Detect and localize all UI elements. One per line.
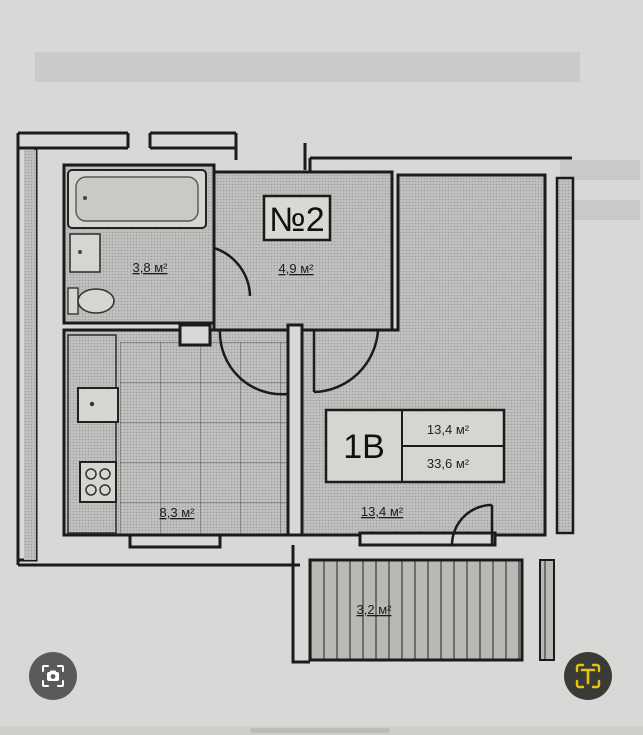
- room-labels: 3,8 м² 4,9 м² 8,3 м² 13,4 м² 3,2 м²: [133, 260, 404, 617]
- apartment-type: 1В: [343, 428, 385, 466]
- sink: [69, 233, 101, 273]
- bathtub: [67, 169, 207, 229]
- kitchen-sink: [77, 387, 119, 423]
- home-indicator: [250, 728, 390, 733]
- living-area-total: 13,4 м²: [427, 422, 470, 437]
- balcony-area: [308, 558, 524, 662]
- unit-number-box: №2: [262, 194, 332, 242]
- rooms: [62, 163, 575, 664]
- lens-button[interactable]: [29, 652, 77, 700]
- right-wall: [555, 176, 575, 535]
- kitchen-area-label: 8,3 м²: [160, 505, 196, 520]
- neighbour-balcony: [539, 559, 555, 661]
- area-legend: 1В 13,4 м² 33,6 м²: [324, 408, 506, 484]
- faded-background-lines: [35, 52, 640, 220]
- counter: [67, 334, 117, 534]
- text-recognition-button[interactable]: [564, 652, 612, 700]
- text-recognition-icon: [565, 653, 611, 699]
- door-swings: [212, 246, 494, 546]
- stove: [79, 461, 117, 503]
- outer-walls: [16, 131, 572, 567]
- unit-number: №2: [269, 201, 324, 239]
- total-area: 33,6 м²: [427, 456, 470, 471]
- living-room-area-label: 13,4 м²: [361, 504, 404, 519]
- balcony-area-label: 3,2 м²: [357, 602, 393, 617]
- interior-walls: [62, 323, 497, 549]
- kitchen-tiles: [120, 342, 292, 535]
- lens-icon: [42, 665, 64, 687]
- left-wall-fill: [24, 150, 36, 560]
- hallway-area-label: 4,9 м²: [279, 261, 315, 276]
- bathroom-area-label: 3,8 м²: [133, 260, 169, 275]
- toilet: [67, 287, 115, 315]
